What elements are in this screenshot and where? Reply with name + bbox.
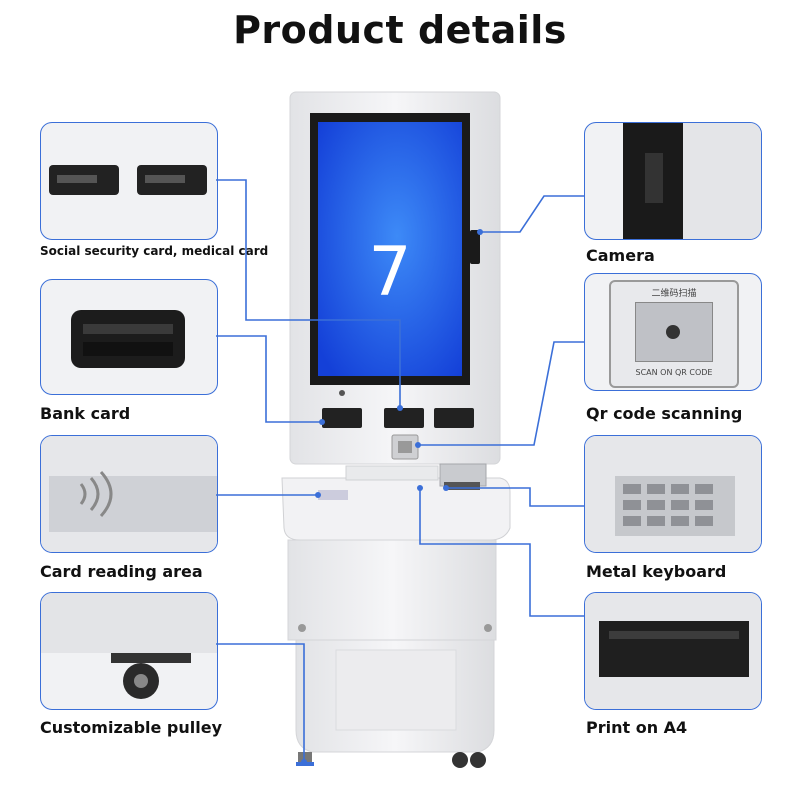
feature-card-camera: [584, 122, 762, 240]
feature-card-card-reading: [40, 435, 218, 553]
camera-icon: [470, 230, 480, 264]
feature-card-pulley: [40, 592, 218, 710]
qr-panel-header: 二维码扫描: [651, 289, 697, 299]
bank-card-slot-icon: [71, 310, 185, 368]
feature-label-bank-card: Bank card: [40, 404, 131, 423]
feature-label-camera: Camera: [586, 246, 655, 265]
feature-label-card-reading: Card reading area: [40, 562, 203, 581]
printer-slot-icon: [585, 593, 761, 709]
nfc-icon: [41, 436, 217, 552]
qr-panel-footer: SCAN ON QR CODE: [635, 368, 713, 377]
qr-panel: 二维码扫描 SCAN ON QR CODE: [609, 280, 739, 388]
feature-label-pulley: Customizable pulley: [40, 718, 223, 737]
feature-card-printer: [584, 592, 762, 710]
keypad-icon: [585, 436, 761, 552]
card-reader-icon: [49, 165, 207, 195]
feature-card-bank-card: [40, 279, 218, 395]
wheel-icon: [41, 593, 217, 699]
camera-panel-icon: [623, 123, 761, 239]
page-title: Product details: [233, 8, 567, 52]
feature-label-printer: Print on A4: [586, 718, 688, 737]
qr-lens-icon: [635, 302, 713, 362]
card-reading-pad: [318, 490, 348, 500]
screen-digit: 7: [368, 233, 411, 312]
feature-label-keyboard: Metal keyboard: [586, 562, 727, 581]
feature-label-id-card: Social security card, medical card: [40, 244, 269, 258]
feature-card-keyboard: [584, 435, 762, 553]
bank-card-slot: [322, 408, 362, 428]
feature-card-qr: 二维码扫描 SCAN ON QR CODE: [584, 273, 762, 391]
feature-label-qr: Qr code scanning: [586, 404, 743, 423]
feature-card-id-card: [40, 122, 218, 240]
